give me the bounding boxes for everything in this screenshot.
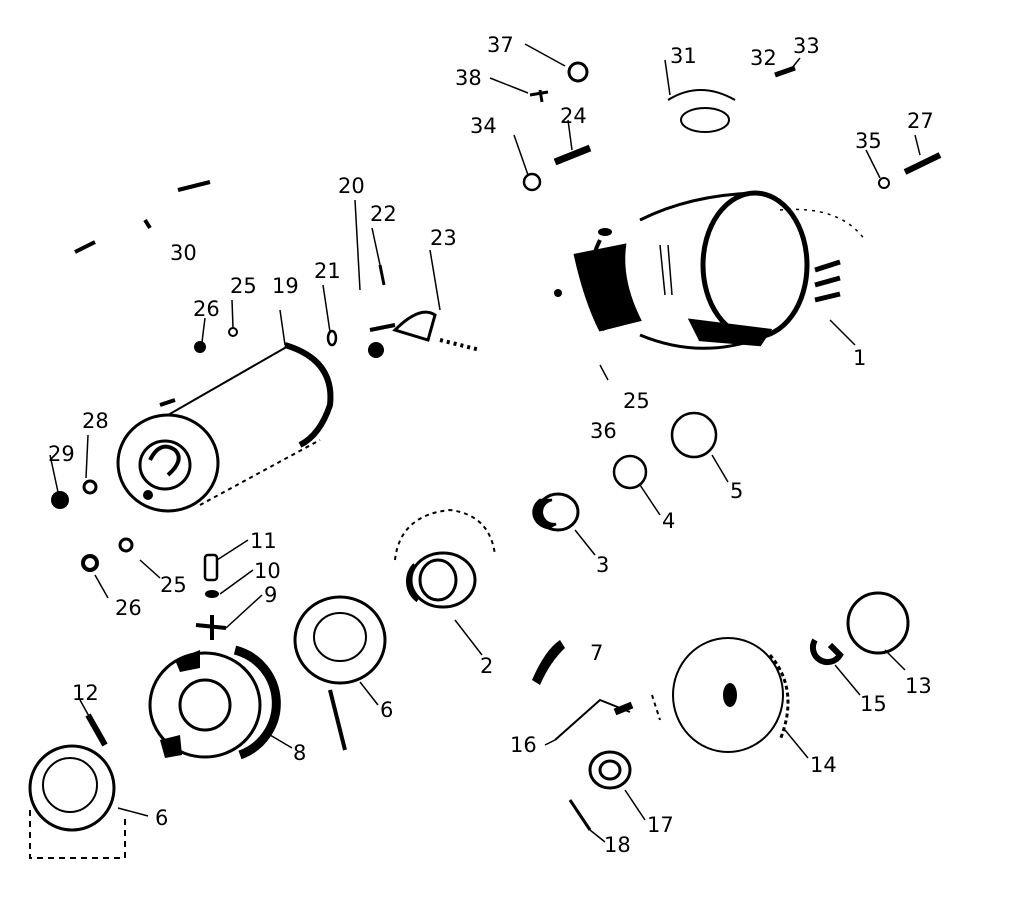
part-3-bushing	[532, 492, 580, 532]
part-16-shaft	[554, 694, 661, 741]
callout-3: 3	[596, 553, 609, 577]
part-18-pin	[568, 799, 592, 831]
callout-16: 16	[510, 733, 537, 757]
part-10-washer	[205, 590, 219, 598]
part-12-screw	[85, 713, 108, 747]
part-2-ring-gear	[394, 508, 496, 609]
part-7-pawl	[532, 640, 565, 685]
part-4-washer	[612, 454, 648, 490]
callout-38: 38	[455, 66, 482, 90]
callout-27: 27	[907, 109, 934, 133]
callout-34: 34	[470, 114, 497, 138]
callout-labels: 1 2 3 4 5 6 6 7 8 9 10 11 12 13 14 15 16…	[48, 33, 934, 857]
callout-9: 9	[264, 583, 277, 607]
callout-11: 11	[250, 529, 277, 553]
callout-4: 4	[662, 509, 675, 533]
callout-13: 13	[905, 674, 932, 698]
part-35-washer	[878, 177, 890, 189]
part-32-screw	[774, 65, 796, 78]
callout-7: 7	[590, 641, 603, 665]
callout-6-middle: 6	[380, 698, 393, 722]
callout-32: 32	[750, 46, 777, 70]
callout-6-lower: 6	[155, 806, 168, 830]
callout-25-middle: 25	[623, 389, 650, 413]
leader-lines	[49, 43, 921, 843]
part-26-nut-left	[81, 554, 99, 572]
part-14-gear	[672, 637, 790, 753]
callout-14: 14	[810, 753, 837, 777]
callout-35: 35	[855, 129, 882, 153]
part-27-pin	[903, 152, 942, 175]
callout-2: 2	[480, 654, 493, 678]
callout-25-left: 25	[160, 573, 187, 597]
callout-26-left: 26	[115, 596, 142, 620]
part-29-nut	[51, 491, 69, 509]
part-8-cam-plate	[148, 645, 281, 760]
callout-36: 36	[590, 419, 617, 443]
callout-8: 8	[293, 741, 306, 765]
part-17-nut	[588, 750, 632, 790]
callout-12: 12	[72, 681, 99, 705]
part-5-washer	[670, 411, 718, 459]
callout-23: 23	[430, 226, 457, 250]
part-19-motor-assembly	[116, 342, 334, 513]
callout-26-upper: 26	[193, 297, 220, 321]
part-37-ring	[567, 61, 589, 83]
callout-37: 37	[487, 33, 514, 57]
part-24-pin	[553, 144, 592, 166]
callout-17: 17	[647, 813, 674, 837]
part-9-pin	[195, 615, 227, 640]
part-26-nut-upper	[194, 341, 206, 353]
part-6-flange-middle	[293, 595, 387, 751]
callout-5: 5	[730, 479, 743, 503]
part-13-disc	[846, 591, 910, 655]
callout-19: 19	[272, 274, 299, 298]
part-38-cotter	[529, 89, 549, 103]
callout-10: 10	[254, 559, 281, 583]
callout-1: 1	[853, 346, 866, 370]
callout-31: 31	[670, 44, 697, 68]
callout-22: 22	[370, 202, 397, 226]
callout-24: 24	[560, 104, 587, 128]
part-25-screw-upper	[228, 327, 238, 337]
callout-29: 29	[48, 442, 75, 466]
part-15-clip	[809, 638, 844, 666]
part-31-bracket	[667, 89, 736, 133]
callout-33: 33	[793, 34, 820, 58]
callout-21: 21	[314, 259, 341, 283]
part-23-arm	[368, 264, 481, 358]
callout-28: 28	[82, 409, 109, 433]
part-28-washer	[82, 479, 98, 495]
callout-18: 18	[604, 833, 631, 857]
callout-25-upper: 25	[230, 274, 257, 298]
part-30-bits	[74, 180, 211, 254]
callout-15: 15	[860, 692, 887, 716]
part-6-flange-lower	[28, 744, 126, 859]
callout-20: 20	[338, 174, 365, 198]
part-1-housing	[554, 190, 866, 350]
part-21-screw	[326, 329, 338, 347]
callout-30: 30	[170, 241, 197, 265]
part-34-washer	[522, 172, 542, 192]
part-25-screw-left	[118, 537, 134, 553]
part-11-screw	[203, 553, 219, 582]
